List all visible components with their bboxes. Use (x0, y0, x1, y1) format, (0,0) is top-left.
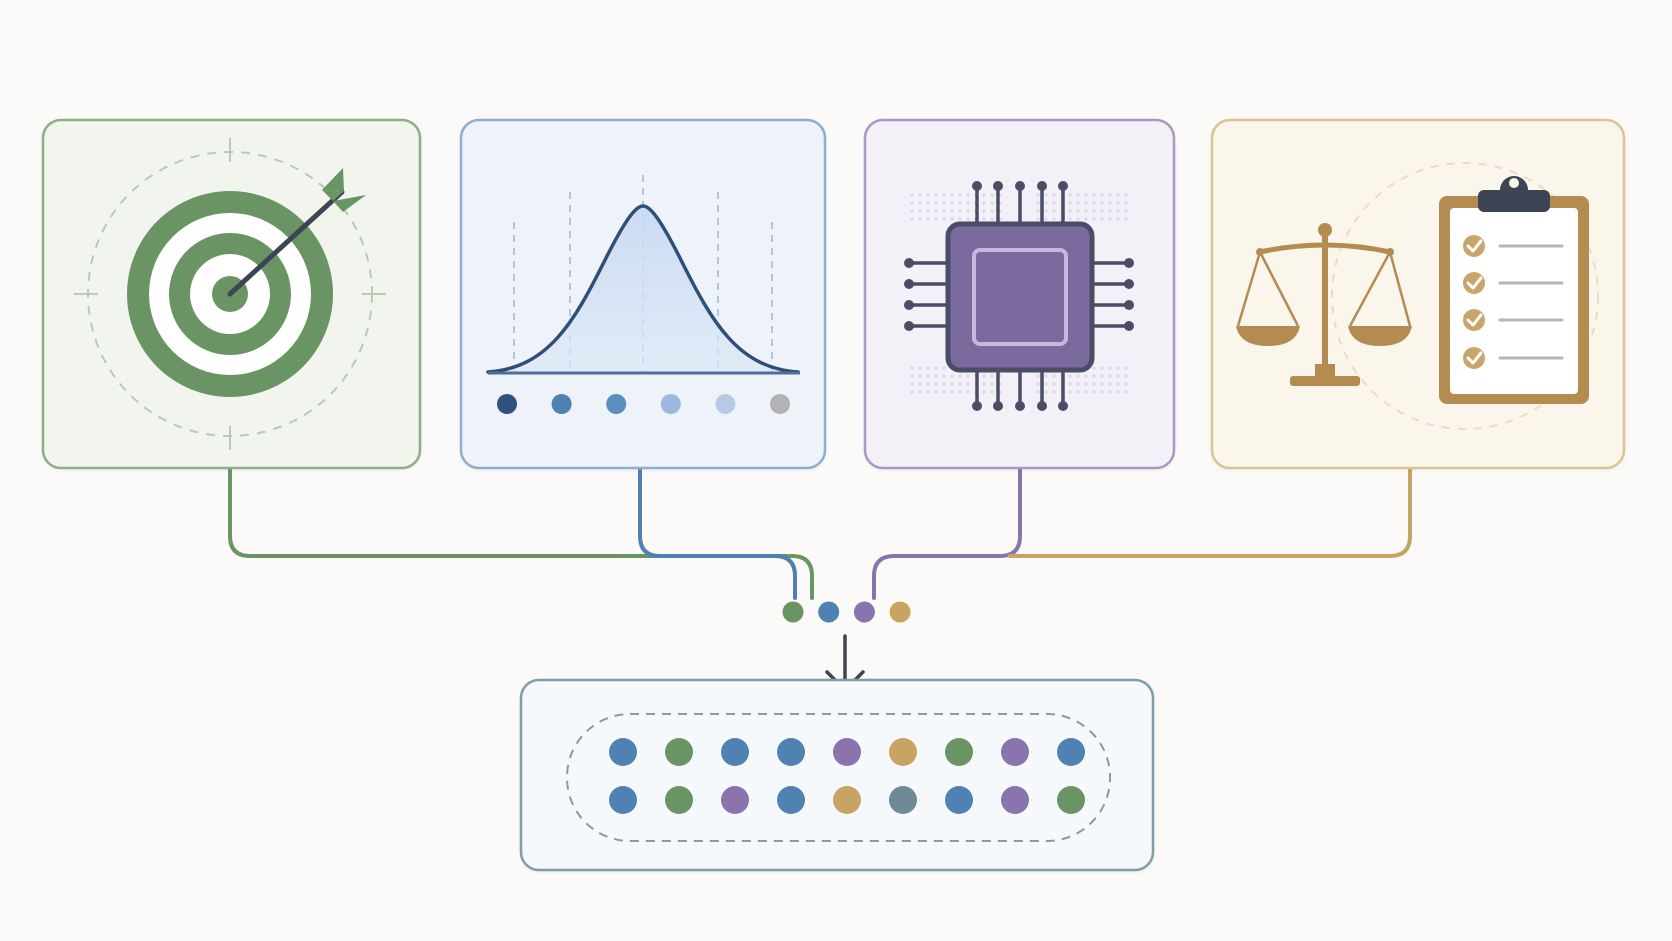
merge-dot (782, 601, 804, 623)
output-token (889, 738, 917, 766)
output-token (945, 738, 973, 766)
target-with-arrow-icon (74, 138, 386, 450)
distribution-dot (551, 394, 572, 414)
output-token-grid (609, 738, 1085, 814)
distribution-dot (770, 394, 790, 414)
panel-processor (863, 118, 1176, 470)
distribution-dot (660, 394, 681, 414)
distribution-dot (497, 394, 517, 414)
output-container (519, 678, 1155, 872)
output-token (721, 786, 749, 814)
checklist-clipboard-icon (1439, 176, 1589, 404)
merge-dot (889, 601, 911, 623)
output-token (777, 786, 805, 814)
connector-gold (1008, 466, 1412, 558)
connector-purple (872, 466, 1022, 600)
output-token (1057, 786, 1085, 814)
connector-green (228, 466, 814, 600)
panel-evaluation (1210, 118, 1626, 470)
microchip-icon (904, 181, 1134, 411)
merge-dots (782, 601, 911, 623)
output-token (1001, 786, 1029, 814)
panel-distribution (459, 118, 827, 470)
output-token (833, 738, 861, 766)
output-token (665, 738, 693, 766)
connector-lines (228, 466, 1412, 600)
output-token (1001, 738, 1029, 766)
connector-blue (638, 466, 797, 600)
output-token (609, 786, 637, 814)
panel-target (41, 118, 422, 470)
output-token (945, 786, 973, 814)
scales-icon (1236, 223, 1412, 386)
output-token (1057, 738, 1085, 766)
output-token (609, 738, 637, 766)
output-token (889, 786, 917, 814)
bell-curve-icon (486, 175, 800, 375)
output-token (665, 786, 693, 814)
output-token (721, 738, 749, 766)
distribution-dot (606, 394, 627, 414)
merge-dot (853, 601, 875, 623)
distribution-dots (497, 394, 790, 414)
merge-dot (818, 601, 840, 623)
output-token (833, 786, 861, 814)
distribution-dot (715, 394, 736, 414)
output-token (777, 738, 805, 766)
